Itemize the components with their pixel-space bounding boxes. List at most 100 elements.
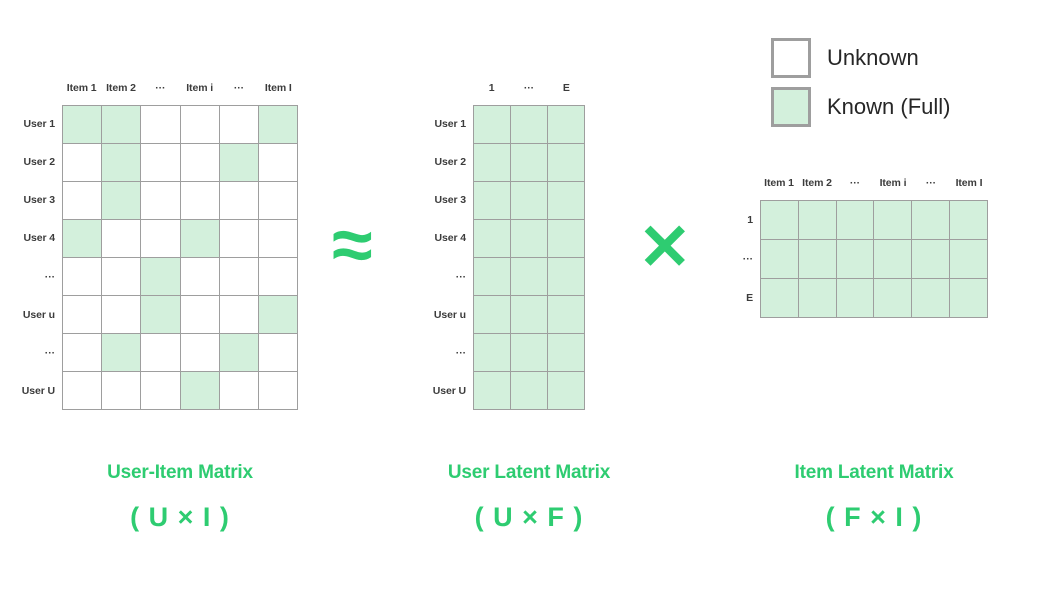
user-latent-matrix-row-header-2: User 3 bbox=[434, 194, 466, 207]
item-latent-matrix-col-header-2: ··· bbox=[849, 177, 861, 189]
matrix-cell bbox=[258, 220, 297, 257]
user-latent-matrix-grid bbox=[473, 105, 585, 410]
matrix-cell bbox=[511, 106, 547, 143]
user-item-matrix-caption-dims: ( U × I ) bbox=[130, 502, 230, 532]
matrix-cell bbox=[511, 220, 547, 257]
matrix-cell bbox=[548, 106, 584, 143]
user-item-matrix-row-header-0: User 1 bbox=[23, 118, 55, 131]
matrix-cell bbox=[474, 220, 510, 257]
matrix-cell bbox=[141, 296, 180, 333]
matrix-cell bbox=[141, 372, 180, 409]
matrix-cell bbox=[102, 334, 141, 371]
matrix-cell bbox=[102, 220, 141, 257]
matrix-cell bbox=[761, 279, 798, 317]
matrix-cell bbox=[141, 258, 180, 295]
matrix-cell bbox=[258, 258, 297, 295]
user-latent-matrix-row-header-7: User U bbox=[432, 384, 466, 397]
matrix-cell bbox=[836, 279, 874, 317]
matrix-cell bbox=[219, 220, 258, 257]
matrix-cell bbox=[219, 334, 258, 371]
matrix-cell bbox=[219, 296, 258, 333]
matrix-cell bbox=[950, 240, 987, 278]
item-latent-matrix-col-header-1: Item 2 bbox=[802, 177, 832, 189]
user-item-matrix-col-header-1: Item 2 bbox=[106, 82, 136, 94]
matrix-cell bbox=[63, 220, 102, 257]
matrix-cell bbox=[180, 334, 219, 371]
approximately-equal-operator: ≈ bbox=[332, 203, 373, 286]
matrix-cell bbox=[258, 334, 297, 371]
matrix-cell bbox=[180, 182, 219, 219]
matrix-cell bbox=[548, 220, 584, 257]
matrix-cell bbox=[548, 372, 584, 409]
user-latent-matrix-caption: User Latent Matrix ( U × F ) bbox=[409, 462, 649, 533]
matrix-cell bbox=[548, 144, 584, 181]
item-latent-matrix-grid bbox=[760, 200, 988, 318]
user-item-matrix-col-header-5: Item I bbox=[264, 82, 292, 94]
item-latent-matrix-caption-title: Item Latent Matrix bbox=[794, 462, 954, 483]
matrix-cell bbox=[912, 201, 950, 239]
matrix-cell bbox=[102, 106, 141, 143]
user-item-matrix-col-header-4: ··· bbox=[233, 82, 245, 94]
matrix-cell bbox=[511, 182, 547, 219]
matrix-cell bbox=[141, 144, 180, 181]
matrix-cell bbox=[474, 258, 510, 295]
user-latent-matrix-row-header-0: User 1 bbox=[434, 118, 466, 131]
matrix-cell bbox=[474, 296, 510, 333]
matrix-cell bbox=[798, 201, 836, 239]
user-item-matrix-col-header-3: Item i bbox=[186, 82, 214, 94]
matrix-cell bbox=[102, 372, 141, 409]
user-latent-matrix-row-header-3: User 4 bbox=[434, 232, 466, 245]
user-latent-matrix-column-headers: 1···E bbox=[473, 82, 585, 102]
item-latent-matrix-caption: Item Latent Matrix ( F × I ) bbox=[754, 462, 994, 533]
matrix-cell bbox=[548, 182, 584, 219]
user-latent-matrix-caption-dims: ( U × F ) bbox=[474, 502, 584, 532]
user-latent-matrix-caption-title: User Latent Matrix bbox=[447, 462, 611, 483]
matrix-cell bbox=[63, 106, 102, 143]
matrix-cell bbox=[63, 372, 102, 409]
matrix-cell bbox=[548, 296, 584, 333]
item-latent-matrix-caption-dims: ( F × I ) bbox=[825, 502, 923, 532]
matrix-cell bbox=[511, 372, 547, 409]
matrix-cell bbox=[950, 201, 987, 239]
matrix-cell bbox=[798, 279, 836, 317]
matrix-cell bbox=[141, 220, 180, 257]
matrix-cell bbox=[102, 182, 141, 219]
matrix-cell bbox=[474, 334, 510, 371]
matrix-cell bbox=[141, 182, 180, 219]
user-latent-matrix-col-header-0: 1 bbox=[488, 82, 495, 94]
user-item-matrix-caption-title: User-Item Matrix bbox=[107, 462, 253, 483]
matrix-cell bbox=[102, 144, 141, 181]
matrix-cell bbox=[761, 201, 798, 239]
legend-item-known: Known (Full) bbox=[771, 87, 950, 127]
user-item-matrix-col-header-2: ··· bbox=[155, 82, 166, 94]
matrix-cell bbox=[63, 258, 102, 295]
matrix-cell bbox=[219, 372, 258, 409]
matrix-cell bbox=[141, 334, 180, 371]
user-item-matrix-row-header-7: User U bbox=[21, 384, 55, 397]
item-latent-matrix-col-header-4: ··· bbox=[925, 177, 937, 189]
matrix-cell bbox=[511, 334, 547, 371]
matrix-cell bbox=[180, 296, 219, 333]
matrix-cell bbox=[474, 106, 510, 143]
user-item-matrix-caption: User-Item Matrix ( U × I ) bbox=[60, 462, 300, 533]
item-latent-matrix-row-header-0: 1 bbox=[747, 213, 753, 226]
matrix-cell bbox=[219, 144, 258, 181]
matrix-cell bbox=[258, 182, 297, 219]
item-latent-matrix-col-header-3: Item i bbox=[879, 177, 907, 189]
matrix-cell bbox=[798, 240, 836, 278]
user-item-matrix-row-header-1: User 2 bbox=[23, 156, 55, 169]
matrix-cell bbox=[761, 240, 798, 278]
matrix-cell bbox=[912, 279, 950, 317]
user-item-matrix-row-header-2: User 3 bbox=[23, 194, 55, 207]
matrix-cell bbox=[836, 240, 874, 278]
matrix-cell bbox=[63, 296, 102, 333]
matrix-cell bbox=[511, 144, 547, 181]
matrix-cell bbox=[180, 144, 219, 181]
user-item-matrix-row-header-4: ··· bbox=[44, 270, 55, 283]
matrix-cell bbox=[511, 296, 547, 333]
matrix-cell bbox=[836, 201, 874, 239]
